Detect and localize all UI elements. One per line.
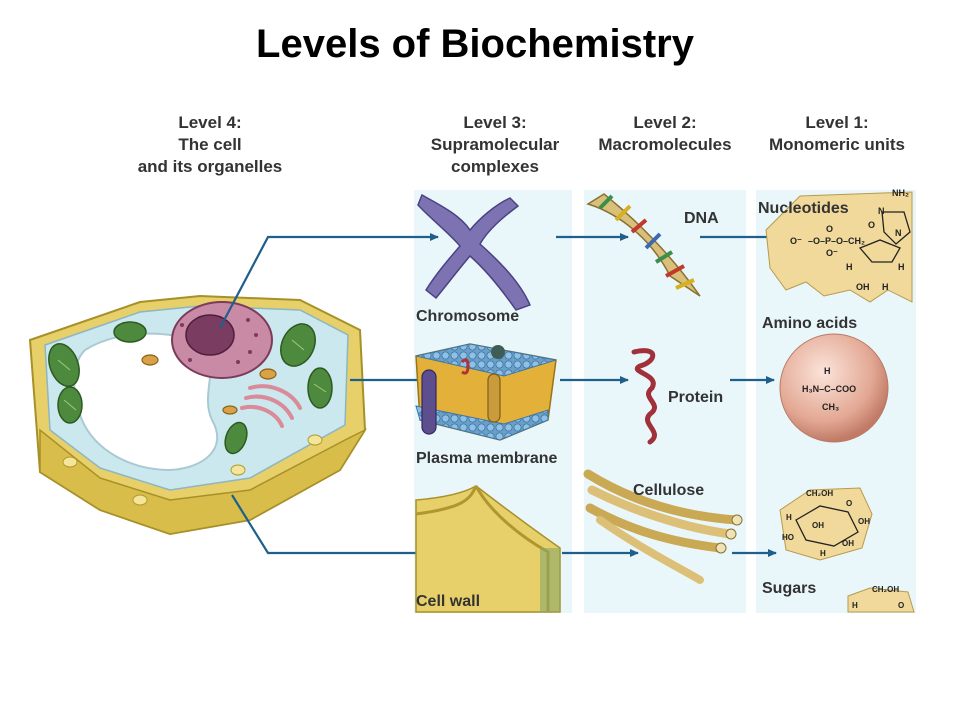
nucleotides-label: Nucleotides	[758, 200, 849, 217]
svg-text:H: H	[824, 366, 831, 376]
svg-text:HO: HO	[782, 533, 794, 542]
chromosome-illustration	[417, 193, 532, 311]
sugar-illustration: CH₂OH O H OH OH HO OH H CH₂OH H O	[779, 487, 915, 613]
svg-text:H: H	[820, 549, 826, 558]
level-3-label: Level 3:	[463, 113, 527, 132]
chromosome-label: Chromosome	[416, 308, 520, 325]
dna-illustration	[586, 193, 701, 297]
svg-text:CH₂OH: CH₂OH	[806, 489, 833, 498]
protein-label: Protein	[668, 389, 724, 406]
svg-text:H: H	[852, 601, 858, 610]
level-3-line-3: complexes	[451, 157, 539, 176]
level-1-label: Level 1:	[805, 113, 869, 132]
svg-text:OH: OH	[858, 517, 870, 526]
svg-text:O: O	[846, 499, 852, 508]
cellulose-illustration	[583, 469, 743, 584]
svg-text:H: H	[846, 262, 853, 272]
svg-text:H₃N–C–COO: H₃N–C–COO	[802, 384, 856, 394]
level-4-line-3: and its organelles	[137, 157, 283, 176]
level-4-line-2: The cell	[178, 135, 242, 154]
svg-text:O⁻: O⁻	[826, 248, 838, 258]
nucleotide-illustration: NH₂ N O N O⁻ –O–P–O–CH₂ O O⁻ H H OH H	[765, 188, 913, 303]
level-4-label: Level 4:	[178, 113, 242, 132]
svg-text:CH₂OH: CH₂OH	[872, 585, 899, 594]
cell-wall-illustration	[415, 485, 561, 613]
dna-label: DNA	[684, 210, 719, 227]
plasma-membrane-label: Plasma membrane	[416, 450, 558, 467]
plant-cell	[28, 294, 368, 536]
svg-text:OH: OH	[842, 539, 854, 548]
svg-text:NH₂: NH₂	[892, 188, 909, 198]
cell-wall-label: Cell wall	[416, 593, 481, 610]
page-title: Levels of Biochemistry	[256, 22, 694, 66]
svg-text:O⁻: O⁻	[790, 236, 802, 246]
svg-text:OH: OH	[856, 282, 870, 292]
svg-text:N: N	[878, 206, 885, 216]
svg-text:O: O	[898, 601, 904, 610]
level-3-header: Level 3: Supramolecular complexes	[410, 112, 580, 178]
level-4-header: Level 4: The cell and its organelles	[120, 112, 300, 178]
level-2-line-2: Macromolecules	[598, 135, 732, 154]
amino-acids-label: Amino acids	[762, 315, 858, 332]
svg-text:–O–P–O–CH₂: –O–P–O–CH₂	[808, 236, 865, 246]
amino-acid-illustration: H H₃N–C–COO CH₃	[779, 333, 889, 443]
svg-text:CH₃: CH₃	[822, 402, 839, 412]
svg-text:N: N	[895, 228, 902, 238]
svg-text:H: H	[786, 513, 792, 522]
level-1-header: Level 1: Monomeric units	[756, 112, 918, 156]
cellulose-label: Cellulose	[633, 482, 705, 499]
protein-illustration	[631, 348, 657, 445]
svg-text:H: H	[898, 262, 905, 272]
sugars-label: Sugars	[762, 580, 817, 597]
level-3-line-2: Supramolecular	[430, 135, 560, 154]
svg-text:H: H	[882, 282, 889, 292]
svg-text:OH: OH	[812, 521, 824, 530]
plasma-membrane-illustration	[415, 343, 557, 441]
level-2-header: Level 2: Macromolecules	[584, 112, 746, 156]
svg-text:O: O	[826, 224, 833, 234]
svg-text:O: O	[868, 220, 875, 230]
level-2-label: Level 2:	[633, 113, 697, 132]
level-1-line-2: Monomeric units	[768, 135, 905, 154]
